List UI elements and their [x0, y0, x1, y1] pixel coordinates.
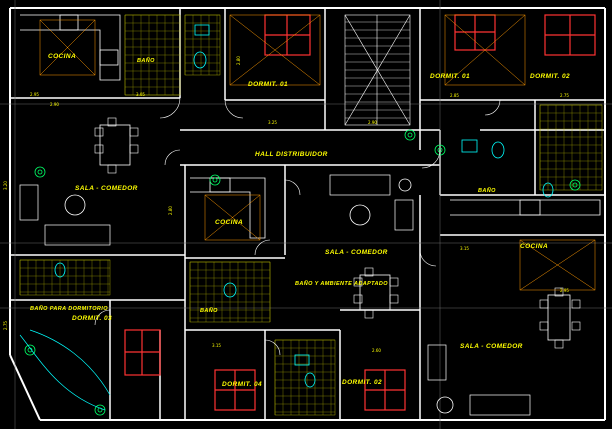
plant-center [407, 132, 413, 138]
label-dormit-05: DORMIT. 02 [342, 379, 382, 386]
plant [34, 166, 46, 178]
chair [389, 294, 399, 304]
dim-8: 2.80 [168, 206, 173, 215]
label-dormit-02: DORMIT. 02 [530, 73, 570, 80]
balcony [19, 329, 111, 411]
dim-10: 2.95 [560, 288, 569, 293]
room-labels: COCINA BAÑO DORMIT. 01 DORMIT. 01 DORMIT… [30, 53, 570, 388]
sofas [19, 174, 531, 416]
chair [389, 277, 399, 287]
label-dormit-01b: DORMIT. 01 [430, 73, 470, 80]
outer-walls [9, 7, 606, 421]
dim-5: 2.75 [560, 93, 569, 98]
chair [353, 277, 363, 287]
dim-15: 2.75 [3, 321, 8, 330]
chair [539, 299, 549, 309]
chair [129, 144, 139, 154]
plants [24, 129, 581, 416]
interior-walls [10, 8, 605, 420]
label-sala-comedor-3: SALA - COMEDOR [460, 343, 523, 350]
dim-7: 2.90 [368, 120, 377, 125]
hatch-zones [39, 14, 596, 291]
dim-12: 2.60 [372, 348, 381, 353]
label-cocina-1: COCINA [48, 53, 76, 60]
chair [94, 127, 104, 137]
doors [94, 97, 501, 356]
beds [124, 14, 596, 411]
dim-4: 2.85 [450, 93, 459, 98]
chair [571, 321, 581, 331]
chairs [94, 117, 581, 349]
plant [404, 129, 416, 141]
plant-center [37, 169, 43, 175]
chair [107, 117, 117, 127]
dim-3: 2.80 [236, 56, 241, 65]
bathroom-fixtures [54, 24, 554, 388]
dim-1: 2.95 [30, 92, 39, 97]
plant-center [212, 177, 218, 183]
dim-6: 3.25 [268, 120, 277, 125]
chair [571, 299, 581, 309]
label-cocina-3: COCINA [520, 243, 548, 250]
label-sala-comedor-2: SALA - COMEDOR [325, 249, 388, 256]
label-cocina-2: COCINA [215, 219, 243, 226]
dim-14: 3.20 [3, 181, 8, 190]
chair [94, 144, 104, 154]
dim-13: 2.90 [50, 102, 59, 107]
label-dormit-01: DORMIT. 01 [248, 81, 288, 88]
dim-11: 3.15 [212, 343, 221, 348]
chair [353, 294, 363, 304]
chair [129, 127, 139, 137]
label-bano-3: BAÑO [200, 307, 218, 314]
dim-9: 3.15 [460, 246, 469, 251]
dimension-labels: 2.95 3.05 2.80 2.85 2.75 3.25 2.90 2.80 … [3, 56, 569, 353]
plant-center [572, 182, 578, 188]
chair [554, 339, 564, 349]
plant [434, 144, 446, 156]
plant [209, 174, 221, 186]
label-hall-distribuidor: HALL DISTRIBUIDOR [255, 151, 328, 158]
plant [569, 179, 581, 191]
chair [107, 164, 117, 174]
label-dormit-03: DORMIT. 03 [72, 315, 112, 322]
chair [364, 309, 374, 319]
label-dormit-04: DORMIT. 04 [222, 381, 262, 388]
chair [554, 287, 564, 297]
label-bano-dormitorio: BAÑO PARA DORMITORIO [30, 305, 108, 312]
label-bano-2: BAÑO [478, 187, 496, 194]
label-bano-adaptado: BAÑO Y AMBIENTE ADAPTADO [295, 280, 388, 287]
chair [539, 321, 549, 331]
stair-treads [345, 21, 410, 119]
label-bano-1: BAÑO [137, 57, 155, 64]
label-sala-comedor-1: SALA - COMEDOR [75, 185, 138, 192]
chair [364, 267, 374, 277]
dim-2: 3.05 [136, 92, 145, 97]
dining-tables [64, 124, 571, 414]
plant [24, 344, 36, 356]
